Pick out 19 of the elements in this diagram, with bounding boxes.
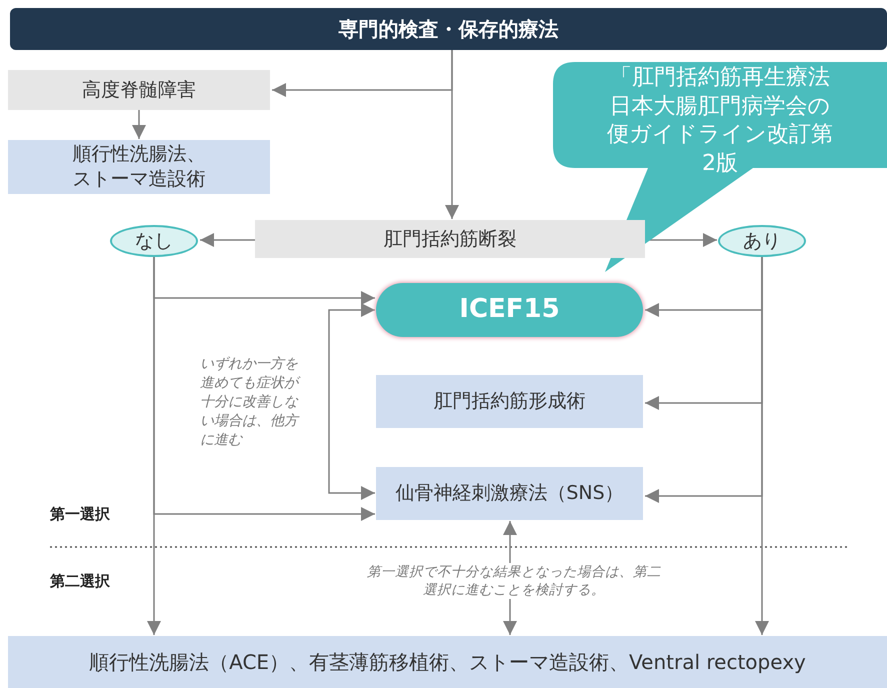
treatment-box: 順行性洗腸法、ストーマ造設術 <box>8 140 270 194</box>
answer-ellipse: なし <box>110 225 198 257</box>
arrow <box>755 257 769 635</box>
section-label: 第一選択 <box>50 504 111 524</box>
arrow <box>132 110 146 139</box>
treatment-pill: ICEF15 <box>376 283 643 337</box>
treatment-box: 肛門括約筋形成術 <box>376 375 643 428</box>
treatment-box: 順行性洗腸法（ACE）、有茎薄筋移植術、ストーマ造設術、Ventral rectopexy <box>8 636 887 688</box>
condition-box: 高度脊髄障害 <box>8 70 270 110</box>
note-text: いずれか一方を進めても症状が十分に改善しない場合は、他方に進む <box>200 355 306 450</box>
arrow <box>200 233 255 247</box>
arrow <box>445 50 459 219</box>
arrow <box>328 303 375 500</box>
header-bar: 専門的検査・保存的療法 <box>10 8 887 50</box>
answer-ellipse: あり <box>718 225 806 257</box>
section-label: 第二選択 <box>50 571 111 592</box>
arrow <box>147 257 161 635</box>
condition-box: 肛門括約筋断裂 <box>255 220 645 258</box>
treatment-box: 仙骨神経刺激療法（SNS） <box>376 467 643 520</box>
